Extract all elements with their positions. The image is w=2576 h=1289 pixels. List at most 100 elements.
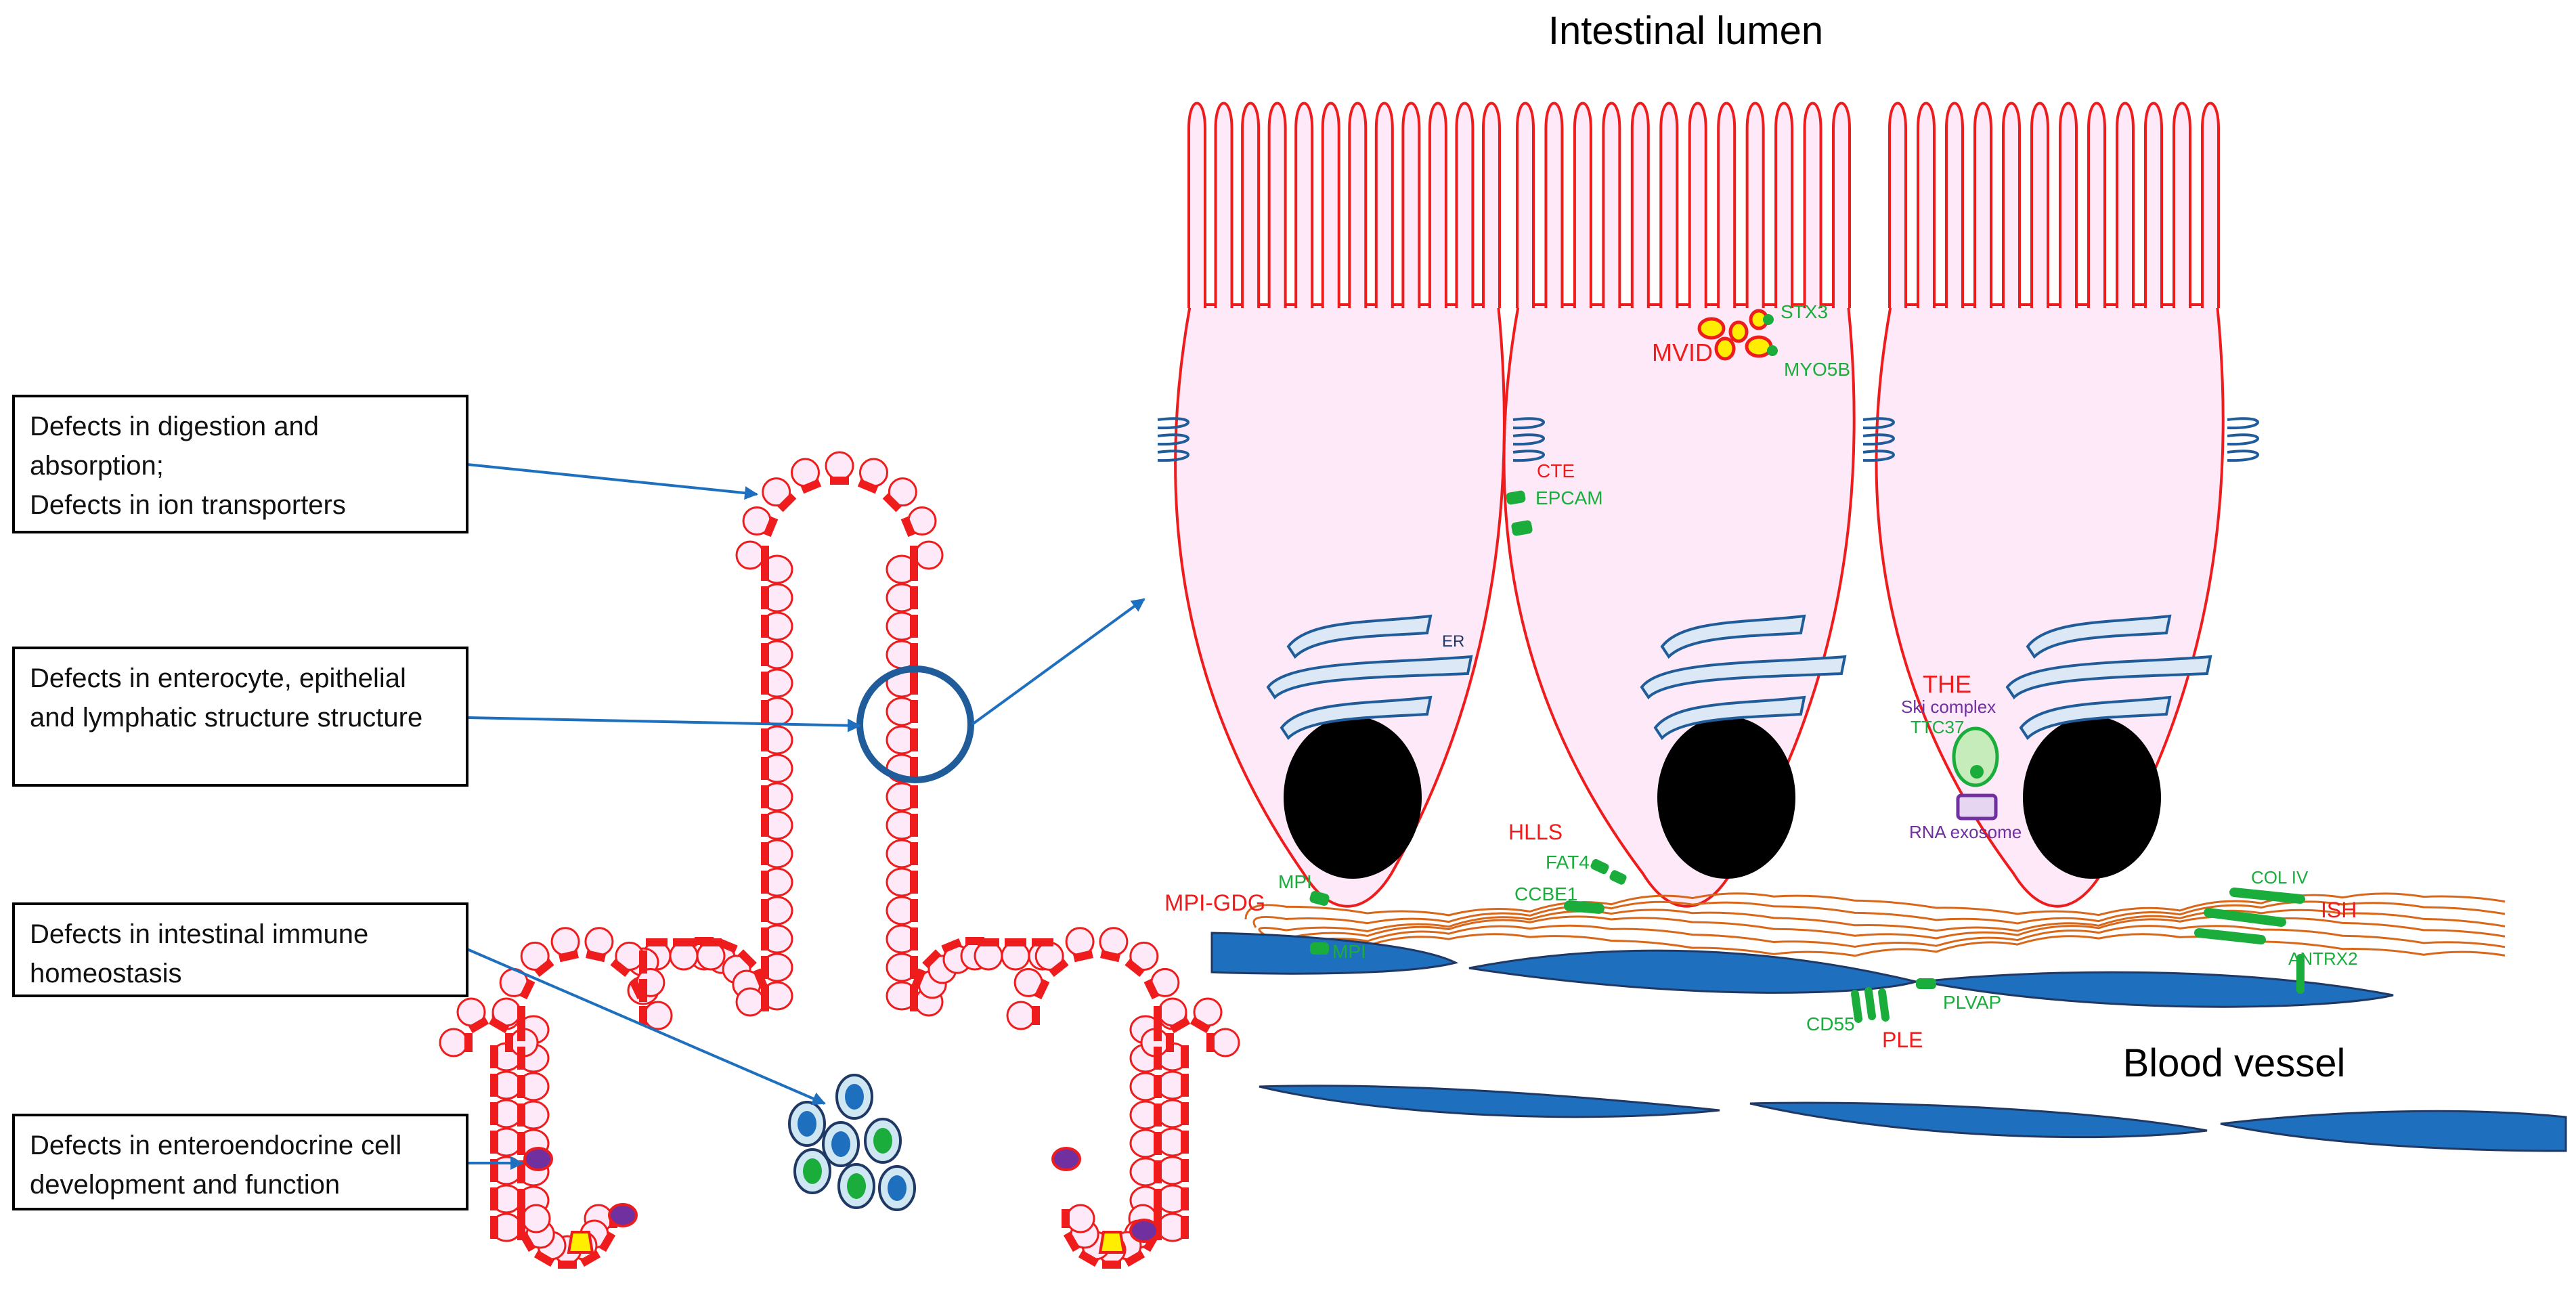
ccbe1-marker: [1564, 900, 1604, 914]
mvid-label: MVID: [1652, 338, 1713, 366]
brush-border-segment: [1102, 1261, 1121, 1269]
microvillus: [2002, 102, 2021, 308]
fat4-marker: [1609, 870, 1627, 885]
villus-cell: [1006, 1001, 1036, 1030]
plvap-label: PLVAP: [1943, 992, 2001, 1013]
brush-border-segment: [1032, 938, 1053, 946]
col4-marker: [2194, 928, 2266, 944]
brush-border-segment: [1154, 1189, 1162, 1212]
brush-border-segment: [761, 643, 769, 666]
rna-exosome-label: RNA exosome: [1909, 822, 2022, 842]
box-structure: Defects in enterocyte, epithelial and ly…: [12, 647, 468, 787]
brush-border-segment: [580, 1250, 601, 1267]
microvillus: [1659, 102, 1679, 308]
brush-border-segment: [761, 842, 769, 865]
junction-loop: [2227, 417, 2259, 430]
brush-border-segment: [1100, 950, 1121, 963]
microvillus: [1374, 102, 1394, 308]
brush-border-segment: [490, 1159, 498, 1182]
epcam-marker: [1511, 520, 1533, 536]
microvillus: [1803, 102, 1822, 308]
microvillus: [1717, 102, 1737, 308]
brush-border-segment: [639, 951, 647, 974]
brush-border-segment: [761, 672, 769, 695]
endoplasmic-reticulum: [1286, 614, 1433, 659]
microvillus: [1917, 102, 1936, 308]
brush-border-segment: [646, 938, 668, 946]
mpi-top-label: MPI: [1278, 871, 1312, 892]
epcam-marker: [1506, 490, 1526, 505]
paneth-cell: [1098, 1231, 1126, 1254]
microvillus: [1602, 102, 1621, 308]
junction-loop: [1512, 433, 1545, 446]
villus: [439, 451, 1240, 1269]
brush-border-segment: [534, 959, 554, 978]
endothelial-cell: [1259, 1085, 1720, 1118]
junction-loop: [1862, 417, 1895, 430]
microvillus: [1214, 102, 1234, 308]
brush-border-segment: [900, 516, 916, 538]
brush-border-segment: [761, 927, 769, 951]
hlls-label: HLLS: [1508, 820, 1563, 844]
villus-cell: [1066, 1204, 1095, 1233]
junction-loops: [1862, 417, 1895, 462]
microvillus: [1321, 102, 1340, 308]
microvillus: [1888, 102, 1907, 308]
microvillus: [1973, 102, 1992, 308]
brush-border-segment: [505, 1033, 513, 1052]
microvillus: [2173, 102, 2191, 308]
brush-border-segment: [490, 1102, 498, 1125]
fat4-marker: [1590, 858, 1609, 875]
microvillus: [1455, 102, 1475, 308]
brush-border-segment: [910, 842, 918, 865]
mpi-marker: [1310, 942, 1329, 955]
mpi-gdg-label: MPI-GDG: [1164, 890, 1265, 916]
brush-border-segment: [761, 728, 769, 751]
brush-border-segment: [490, 1187, 498, 1210]
microvillus: [1573, 102, 1592, 308]
stx3-label: STX3: [1781, 301, 1828, 322]
brush-border-segment: [490, 1131, 498, 1154]
brush-border-segment: [1181, 1102, 1189, 1125]
brush-border-segment: [1154, 1132, 1162, 1155]
endoplasmic-reticulum: [1280, 695, 1433, 741]
villus-cell: [520, 941, 550, 971]
collagen-fiber: [1252, 900, 2506, 928]
brush-border-segment: [610, 959, 630, 978]
enterocyte: [1875, 102, 2225, 908]
nucleus: [2023, 716, 2161, 879]
microvillus: [2116, 102, 2135, 308]
brush-border-segment: [1078, 1250, 1099, 1267]
endothelial-cell: [1749, 1101, 2208, 1139]
junction-loop: [1157, 450, 1189, 462]
brush-border-segment: [761, 992, 769, 1011]
box-immune: Defects in intestinal immune homeostasis: [12, 902, 468, 997]
brush-border-segment: [517, 1047, 525, 1070]
immune-cells: [788, 1074, 916, 1211]
villus-cell: [914, 540, 944, 570]
brush-border-segment: [882, 493, 902, 512]
brush-border-segment: [910, 700, 918, 723]
arrow-digestion: [466, 463, 758, 500]
microvillus: [1945, 102, 1964, 308]
enterocyte-body: [1174, 303, 1506, 908]
arrows: [466, 463, 1145, 1170]
junction-loop: [1862, 450, 1895, 462]
box-digestion: Defects in digestion and absorption; Def…: [12, 395, 468, 533]
brush-border-segment: [910, 586, 918, 609]
collagen-fiber: [1265, 924, 2506, 953]
microvillus: [1630, 102, 1650, 308]
mvid-vesicles: [1697, 309, 1778, 361]
enterocytes: [1157, 102, 2259, 908]
brush-border-segment: [978, 938, 999, 946]
brush-border-segment: [629, 978, 645, 1000]
enteroendocrine-cell: [608, 1203, 638, 1227]
brush-border-segment: [1125, 959, 1145, 978]
villus-cell: [735, 987, 765, 1017]
mpi-bottom-label: MPI: [1332, 941, 1366, 962]
brush-border-segment: [1154, 1104, 1162, 1127]
brush-border-segment: [1181, 1074, 1189, 1097]
brush-border-segment: [1124, 1250, 1145, 1267]
junction-loop: [1157, 417, 1189, 430]
